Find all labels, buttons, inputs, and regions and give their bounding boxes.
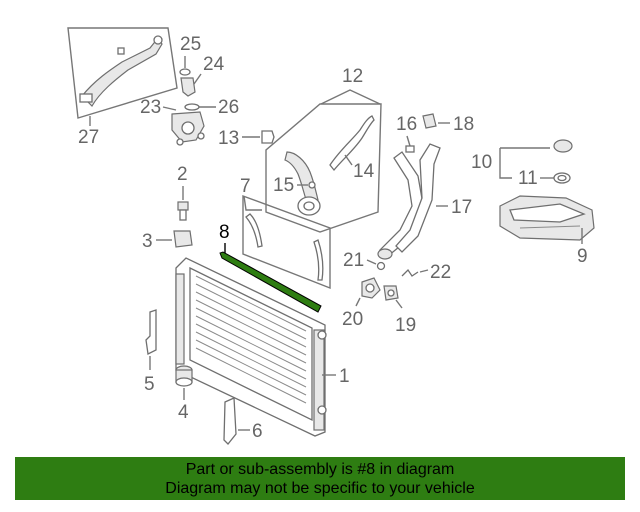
callout-25: 25 xyxy=(180,34,201,55)
callout-8: 8 xyxy=(219,222,230,243)
part-10-11: 10 11 xyxy=(471,139,573,189)
part-4: 4 xyxy=(175,365,193,423)
banner-line-2: Diagram may not be specific to your vehi… xyxy=(165,480,475,497)
part-13: 13 xyxy=(218,128,275,149)
part-18: 18 xyxy=(422,113,474,135)
part-5: 5 xyxy=(144,309,157,395)
callout-23: 23 xyxy=(140,97,161,118)
info-banner: Part or sub-assembly is #8 in diagram Di… xyxy=(15,457,625,500)
callout-5: 5 xyxy=(144,374,155,395)
callout-13: 13 xyxy=(218,128,239,149)
callout-16: 16 xyxy=(396,114,417,135)
callout-24: 24 xyxy=(203,54,225,75)
part-20: 20 xyxy=(342,277,381,330)
callout-27: 27 xyxy=(78,127,99,148)
banner-line-1: Part or sub-assembly is #8 in diagram xyxy=(185,461,455,478)
part-22: 22 xyxy=(401,262,451,283)
parts-diagram: 27 25 24 23 26 13 12 14 15 xyxy=(67,27,595,445)
callout-9: 9 xyxy=(577,246,588,267)
callout-2: 2 xyxy=(177,164,188,185)
part-21: 21 xyxy=(343,250,386,271)
part-16: 16 xyxy=(396,114,417,153)
part-8-highlighted: 8 xyxy=(219,222,322,313)
callout-12: 12 xyxy=(342,66,363,87)
part-2: 2 xyxy=(177,164,189,221)
callout-17: 17 xyxy=(451,197,472,218)
callout-15: 15 xyxy=(273,175,294,196)
part-23-26-group: 25 24 23 26 xyxy=(140,34,239,146)
callout-7: 7 xyxy=(240,176,251,197)
part-1-radiator: 1 xyxy=(175,257,350,437)
callout-14: 14 xyxy=(353,161,375,182)
callout-20: 20 xyxy=(342,309,363,330)
part-6: 6 xyxy=(223,397,263,445)
callout-26: 26 xyxy=(218,97,239,118)
callout-21: 21 xyxy=(343,250,364,271)
callout-3: 3 xyxy=(142,231,153,252)
part-12-inset: 12 14 15 xyxy=(265,66,382,233)
callout-22: 22 xyxy=(430,262,451,283)
part-27-inset: 27 xyxy=(67,27,178,148)
callout-19: 19 xyxy=(395,315,416,336)
callout-4: 4 xyxy=(178,402,189,423)
callout-10: 10 xyxy=(471,152,492,173)
callout-6: 6 xyxy=(252,421,263,442)
part-8-seal xyxy=(219,251,322,313)
part-7-inset: 7 xyxy=(240,176,331,290)
part-3: 3 xyxy=(142,230,193,252)
callout-11: 11 xyxy=(518,168,538,189)
part-17: 17 xyxy=(377,143,472,260)
part-19: 19 xyxy=(383,285,416,336)
callout-18: 18 xyxy=(453,114,474,135)
callout-1: 1 xyxy=(339,366,350,387)
part-9-tank: 9 xyxy=(499,195,595,267)
